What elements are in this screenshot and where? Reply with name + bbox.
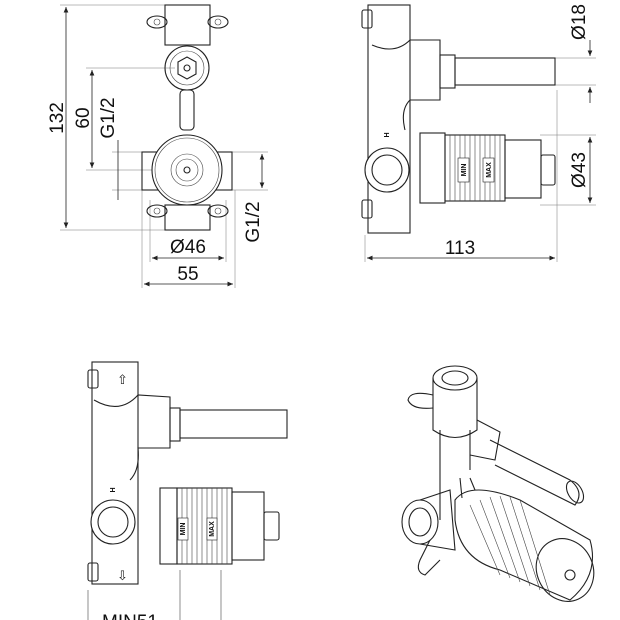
front-view: 132 60 G1/2 G1/2 Ø46 55: [47, 4, 268, 288]
valve-body-front: [141, 4, 233, 231]
dim-18: Ø18: [569, 4, 590, 40]
dim-g12-left: G1/2: [98, 97, 119, 138]
side-view: MIN MAX H Ø18 Ø43 113: [361, 4, 596, 262]
dim-55: 55: [177, 264, 198, 285]
valve-body-side: [361, 4, 556, 234]
label-hot-installed: H: [110, 487, 117, 492]
label-min-installed: MIN: [180, 523, 187, 536]
arrow-down-icon: ⇩: [117, 569, 128, 584]
dim-46: Ø46: [170, 237, 206, 258]
dim-g12-right: G1/2: [243, 201, 264, 242]
isometric-view: [401, 365, 595, 602]
arrow-up-icon: ⇧: [117, 373, 128, 388]
label-max-installed: MAX: [209, 521, 216, 537]
dim-132: 132: [47, 102, 68, 134]
dim-43: Ø43: [569, 152, 590, 188]
label-max: MAX: [486, 162, 493, 178]
side-view-installed: MIN MAX H ⇧ ⇩ MIN51: [87, 361, 288, 620]
label-hot: H: [384, 132, 391, 137]
dim-60: 60: [73, 107, 94, 128]
cartridge-ribs: [449, 135, 501, 201]
label-min: MIN: [461, 164, 468, 177]
dim-min51: MIN51: [102, 612, 158, 620]
dim-113: 113: [445, 238, 475, 259]
